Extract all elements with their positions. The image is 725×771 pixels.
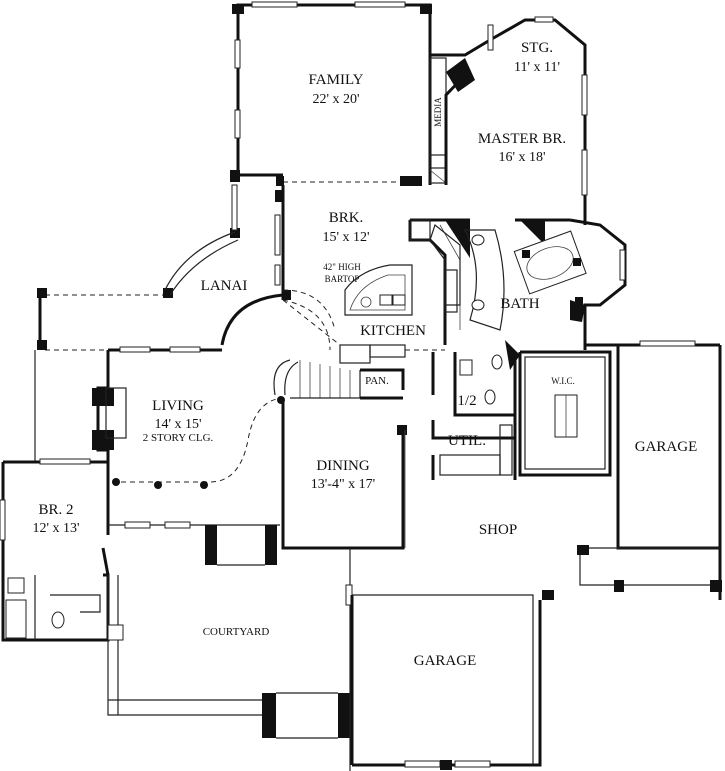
master-dim: 16' x 18' <box>498 150 545 165</box>
garage-right-name: GARAGE <box>635 439 698 455</box>
storage-name: STG. <box>521 40 553 56</box>
living-note: 2 STORY CLG. <box>143 432 214 444</box>
garage-right <box>542 340 722 600</box>
wic-name: W.I.C. <box>551 376 574 386</box>
bartop-line2: BARTOP <box>325 274 360 284</box>
utility-name: UTIL. <box>448 433 486 449</box>
shop-name: SHOP <box>479 522 517 538</box>
bedroom2-dim: 12' x 13' <box>32 521 79 536</box>
master-name: MASTER BR. <box>478 131 566 147</box>
pantry-name: PAN. <box>365 375 389 387</box>
courtyard <box>107 521 353 771</box>
master-bath <box>439 218 627 370</box>
lanai <box>34 184 336 462</box>
kitchen-area <box>274 185 461 364</box>
storage-dim: 11' x 11' <box>514 60 560 75</box>
half-bath-name: 1/2 <box>457 393 476 409</box>
courtyard-name: COURTYARD <box>203 626 270 638</box>
bartop-line1: 42" HIGH <box>323 262 361 272</box>
family-room <box>230 1 447 186</box>
family-name: FAMILY <box>309 72 364 88</box>
dining-dim: 13'-4" x 17' <box>311 477 375 492</box>
garage-bottom-name: GARAGE <box>414 653 477 669</box>
dining-room <box>281 400 407 550</box>
living-name: LIVING <box>152 398 204 414</box>
service-rooms <box>431 352 517 480</box>
dining-name: DINING <box>316 458 369 474</box>
garage-bottom <box>350 594 542 770</box>
bath-name: BATH <box>500 296 539 312</box>
family-dim: 22' x 20' <box>312 92 359 107</box>
bedroom-2 <box>0 458 110 642</box>
lanai-name: LANAI <box>201 278 248 294</box>
bedroom2-name: BR. 2 <box>38 502 73 518</box>
breakfast-name: BRK. <box>329 210 364 226</box>
living-dim: 14' x 15' <box>154 417 201 432</box>
stair <box>273 359 405 400</box>
room-labels: FAMILY 22' x 20' MEDIA STG. 11' x 11' MA… <box>32 40 697 669</box>
breakfast-dim: 15' x 12' <box>322 230 369 245</box>
media-label: MEDIA <box>433 97 443 127</box>
walk-in-closet <box>518 343 720 477</box>
kitchen-name: KITCHEN <box>360 323 426 339</box>
living-room <box>92 346 285 489</box>
